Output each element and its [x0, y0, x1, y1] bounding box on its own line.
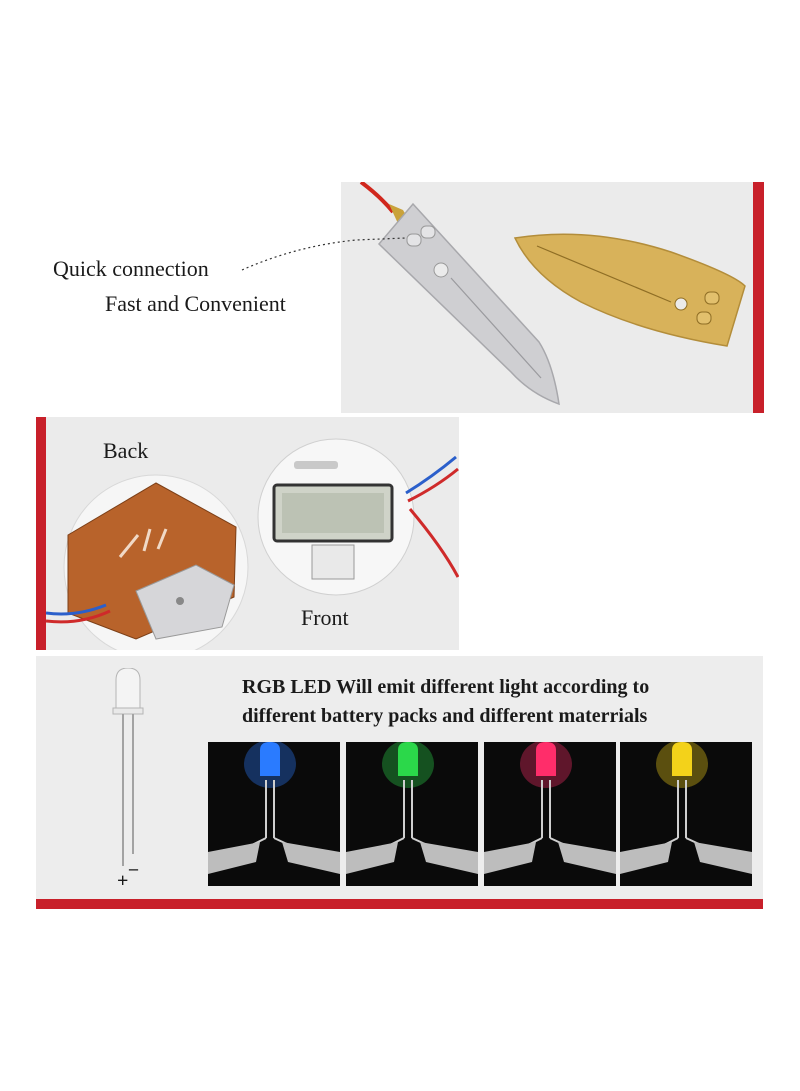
led-photo-red-image [484, 742, 616, 874]
label-front: Front [301, 605, 349, 630]
label-back: Back [103, 438, 149, 463]
callout-fast-convenient: Fast and Convenient [105, 291, 286, 316]
led-photo-blue [208, 742, 340, 886]
accent-bar-right [753, 182, 764, 413]
electrode-panel [341, 180, 753, 413]
accent-bar-bottom [36, 899, 763, 909]
module-illustration [45, 438, 460, 660]
led-photo-blue-image [208, 742, 340, 874]
led-photo-yellow-image [620, 742, 752, 874]
red-wire [359, 180, 395, 214]
module-panel [45, 417, 460, 660]
led-caption-line1: RGB LED Will emit different light accord… [242, 676, 650, 698]
electrode-illustration [359, 180, 746, 406]
led-photo-green-image [346, 742, 478, 874]
silver-electrode [377, 202, 560, 406]
callout-quick-connection: Quick connection [53, 256, 209, 281]
led-plus-label: + [117, 870, 129, 892]
led-diagram [112, 668, 144, 866]
gold-electrode [513, 233, 746, 347]
led-photo-green [346, 742, 478, 886]
accent-bar-left [36, 417, 46, 650]
callout-leader-line [241, 237, 407, 271]
led-minus-label: – [129, 858, 138, 878]
led-caption-line2: different battery packs and different ma… [242, 705, 648, 727]
led-photo-yellow [620, 742, 752, 886]
module-back-image [45, 474, 249, 660]
module-front-image [257, 438, 460, 596]
led-photo-red [484, 742, 616, 886]
